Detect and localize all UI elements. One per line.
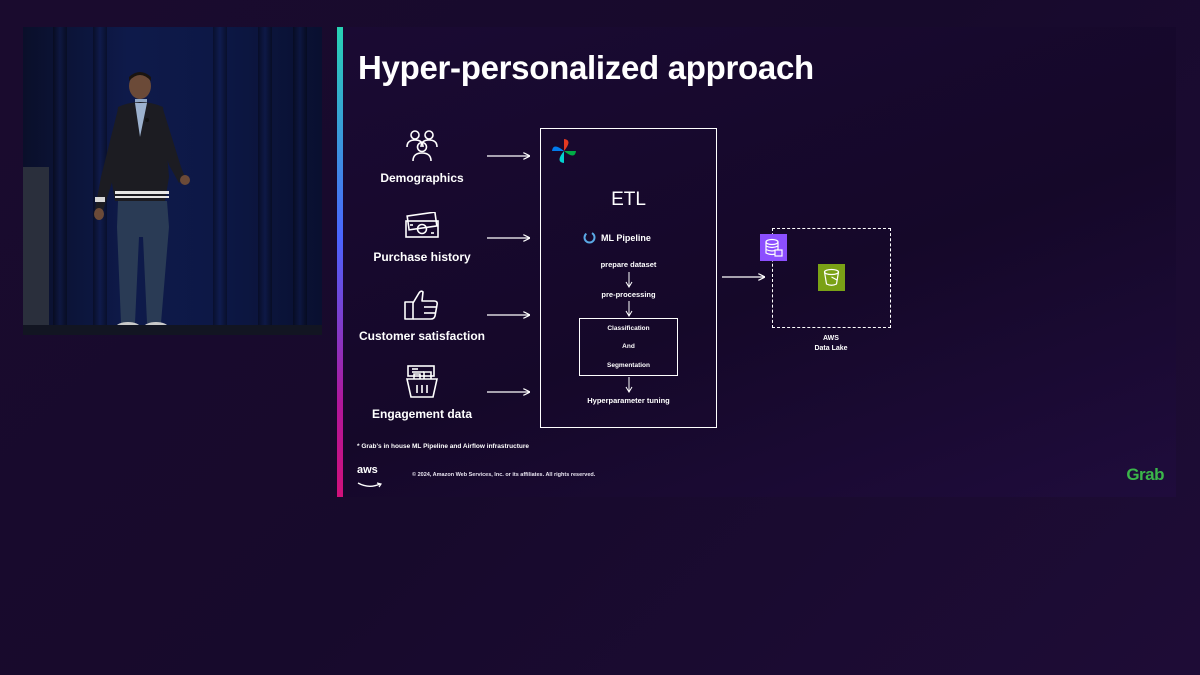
slide-title: Hyper-personalized approach: [358, 49, 814, 86]
classification-line: Segmentation: [607, 362, 650, 369]
etl-title: ETL: [611, 189, 646, 210]
footnote: * Grab's in house ML Pipeline and Airflo…: [357, 443, 530, 450]
curtain-fold: [293, 27, 307, 335]
speaker-figure: [94, 72, 190, 332]
slide-accent-bar: [337, 27, 343, 497]
aws-logo-text: aws: [357, 464, 378, 476]
thumbs-up-icon: [404, 290, 438, 320]
source-label: Demographics: [380, 171, 464, 185]
step-hyperparameter-tuning: Hyperparameter tuning: [587, 396, 670, 405]
step-pre-processing: pre-processing: [601, 290, 656, 299]
ml-pipeline-label: ML Pipeline: [583, 231, 651, 244]
stage-prop: [23, 167, 49, 335]
aws-logo: aws: [357, 465, 383, 494]
money-icon: [405, 212, 439, 238]
input-arrows: [487, 147, 545, 407]
source-label: Engagement data: [371, 407, 473, 421]
step-prepare-dataset: prepare dataset: [600, 260, 657, 269]
data-lake-caption-line1: AWS: [823, 335, 839, 342]
people-icon: [406, 130, 438, 162]
classification-line: And: [622, 343, 635, 350]
step-arrow: [625, 301, 633, 317]
speaker-video: [23, 27, 322, 335]
source-engagement-data: Engagement data: [347, 363, 497, 423]
source-customer-satisfaction: Customer satisfaction: [347, 289, 497, 345]
curtain-fold: [258, 27, 272, 335]
grab-logo: Grab: [1126, 465, 1164, 484]
aws-smile-icon: [357, 482, 382, 488]
ml-pipeline-icon: [583, 231, 596, 244]
source-purchase-history: Purchase history: [347, 212, 497, 266]
curtain-fold: [53, 27, 67, 335]
source-label: Purchase history: [373, 250, 471, 264]
glue-catalog-icon: [760, 234, 787, 261]
step-arrow: [625, 272, 633, 288]
source-label: Customer satisfaction: [358, 329, 486, 343]
data-lake-box: [772, 228, 891, 328]
data-lake-caption: AWS Data Lake: [782, 334, 880, 354]
s3-bucket-icon: [818, 264, 845, 291]
basket-icon: [406, 365, 438, 398]
ml-pipeline-text: ML Pipeline: [601, 232, 651, 243]
airflow-pinwheel-icon: [552, 139, 576, 163]
classification-box: Classification And Segmentation: [579, 318, 678, 376]
source-demographics: Demographics: [347, 127, 497, 187]
data-lake-caption-line2: Data Lake: [814, 345, 848, 352]
stage-floor: [23, 325, 322, 335]
presentation-slide: Hyper-personalized approach Demographics…: [337, 27, 1176, 497]
curtain-fold: [93, 27, 107, 335]
step-arrow: [625, 377, 633, 393]
output-arrow: [722, 272, 770, 282]
copyright: © 2024, Amazon Web Services, Inc. or its…: [412, 472, 596, 478]
classification-line: Classification: [607, 325, 650, 332]
etl-box: ETL ML Pipeline prepare dataset pre-proc…: [540, 128, 717, 428]
curtain-fold: [213, 27, 227, 335]
